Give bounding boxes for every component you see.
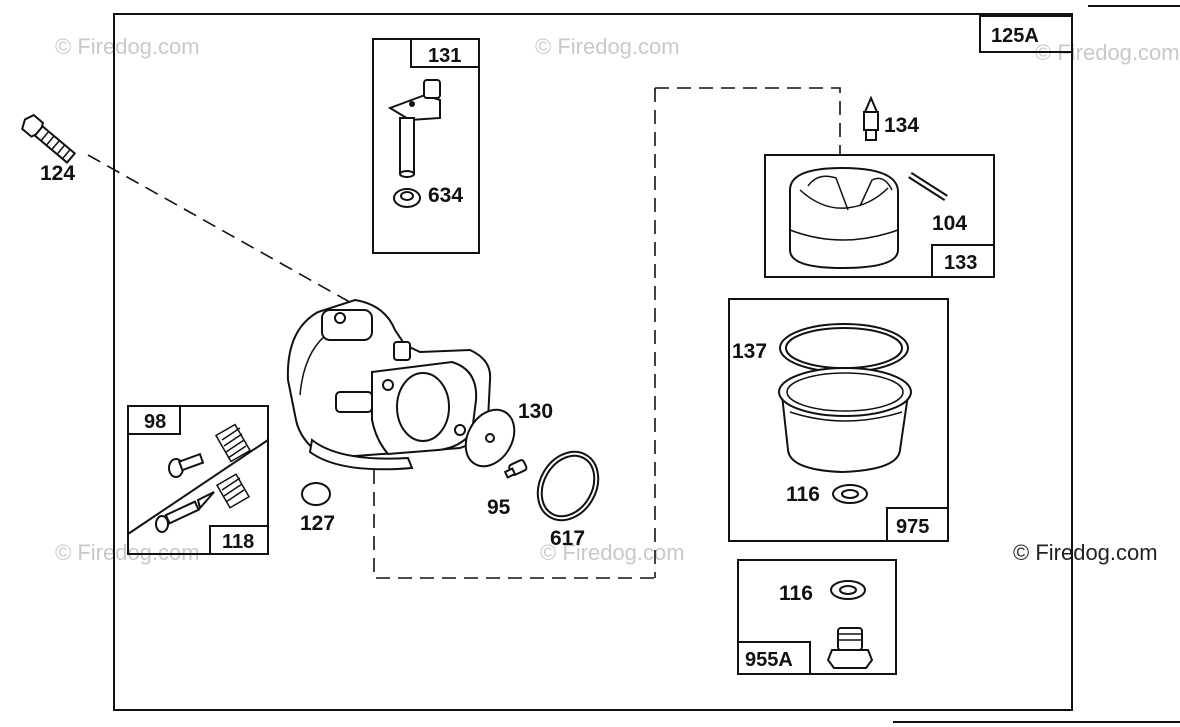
callout-127: 127	[300, 512, 335, 535]
watermark-bottom-right: © Firedog.com	[1013, 540, 1158, 565]
callout-116-nut: 116	[779, 582, 813, 605]
bowl-nut-kit-box	[737, 559, 897, 675]
callout-130: 130	[518, 400, 553, 423]
washer-icon	[832, 484, 868, 504]
plug-icon	[301, 482, 331, 506]
callout-124: 124	[40, 162, 75, 185]
throttle-kit-box	[372, 38, 480, 254]
screw-icon	[503, 459, 528, 479]
body-leader-line	[373, 470, 655, 579]
washer-icon-2	[830, 580, 866, 600]
kit-label-98: 98	[144, 411, 166, 433]
float-leader-line	[655, 87, 841, 155]
idle-screw-icon	[168, 452, 205, 478]
bowl-kit-box	[728, 298, 949, 542]
diaphragm-icon	[464, 408, 516, 468]
callout-116-bowl: 116	[786, 483, 820, 506]
kit-label-133: 133	[944, 252, 977, 274]
spring-icon-2	[215, 473, 251, 509]
carburetor-body-icon	[286, 298, 492, 471]
callout-104: 104	[932, 212, 967, 235]
callout-617: 617	[550, 527, 585, 550]
throttle-shaft-icon	[387, 79, 441, 178]
fuel-bowl-icon	[778, 367, 912, 474]
callout-634: 634	[428, 184, 463, 207]
gasket-ring-icon	[536, 450, 600, 522]
seat-icon	[393, 188, 421, 208]
mixture-needle-icon	[155, 491, 215, 533]
kit-label-975: 975	[896, 516, 929, 538]
main-part-label: 125A	[979, 15, 1073, 53]
kit-label-131: 131	[428, 45, 461, 67]
diagram-frame	[113, 13, 1073, 711]
bowl-nut-icon	[826, 627, 874, 669]
watermark-top-left: © Firedog.com	[55, 34, 200, 59]
float-kit-box	[764, 154, 995, 278]
svg-text:125A: 125A	[991, 25, 1039, 47]
adjust-screw-kit-box	[127, 405, 269, 555]
pin-icon	[908, 172, 948, 201]
watermark-bottom-center: © Firedog.com	[540, 540, 685, 565]
needle-valve-icon	[863, 95, 879, 141]
callout-95: 95	[487, 496, 511, 519]
watermark-top-center: © Firedog.com	[535, 34, 680, 59]
kit-label-118: 118	[222, 531, 254, 553]
bowl-gasket-icon	[779, 323, 909, 373]
bolt-leader-line	[87, 154, 356, 306]
callout-137: 137	[732, 340, 767, 363]
callout-134: 134	[884, 114, 919, 137]
float-icon	[789, 166, 899, 270]
spring-icon	[214, 423, 252, 463]
bolt-icon	[21, 113, 77, 165]
kit-label-955A: 955A	[745, 649, 793, 671]
